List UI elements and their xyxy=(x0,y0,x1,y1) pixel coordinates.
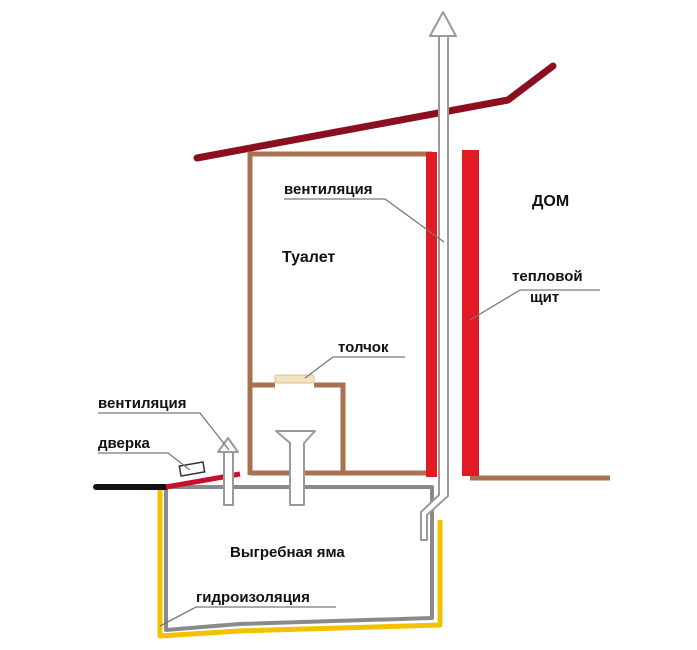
label-ventilation-top: вентиляция xyxy=(284,181,372,198)
waterproofing-layer xyxy=(157,487,443,639)
label-house: ДОМ xyxy=(532,193,569,210)
label-door: дверка xyxy=(98,435,151,452)
leader-ventilation-bottom xyxy=(98,412,230,451)
leader-heat-shield xyxy=(469,289,600,321)
toilet-seat-lid xyxy=(274,374,315,384)
main-ventilation-pipe xyxy=(420,35,449,541)
heat-shield-thin xyxy=(426,152,437,477)
leader-door xyxy=(98,452,191,471)
toilet-wall xyxy=(247,151,432,475)
leader-waterproofing xyxy=(159,606,336,627)
label-toilet: Туалет xyxy=(282,249,335,266)
leader-ventilation-top xyxy=(284,198,445,243)
main-vent-arrow-head xyxy=(429,11,457,37)
small-ventilation-pipe xyxy=(223,451,234,506)
toilet-seat-box-right xyxy=(314,382,346,473)
small-vent-arrow-head xyxy=(217,437,239,453)
heat-shield-thick xyxy=(462,150,479,476)
label-heat-shield-2: щит xyxy=(530,289,559,306)
roof-line xyxy=(193,62,557,162)
label-waterproofing: гидроизоляция xyxy=(196,589,310,606)
toilet-drain-funnel xyxy=(275,430,316,506)
label-toilet-seat: толчок xyxy=(338,339,389,356)
label-cesspit: Выгребная яма xyxy=(230,544,345,561)
leader-toilet-seat xyxy=(304,356,405,379)
label-heat-shield-1: тепловой xyxy=(512,268,583,285)
cesspit-wall xyxy=(154,485,434,632)
door-handle xyxy=(178,461,206,477)
label-ventilation-bottom: вентиляция xyxy=(98,395,186,412)
